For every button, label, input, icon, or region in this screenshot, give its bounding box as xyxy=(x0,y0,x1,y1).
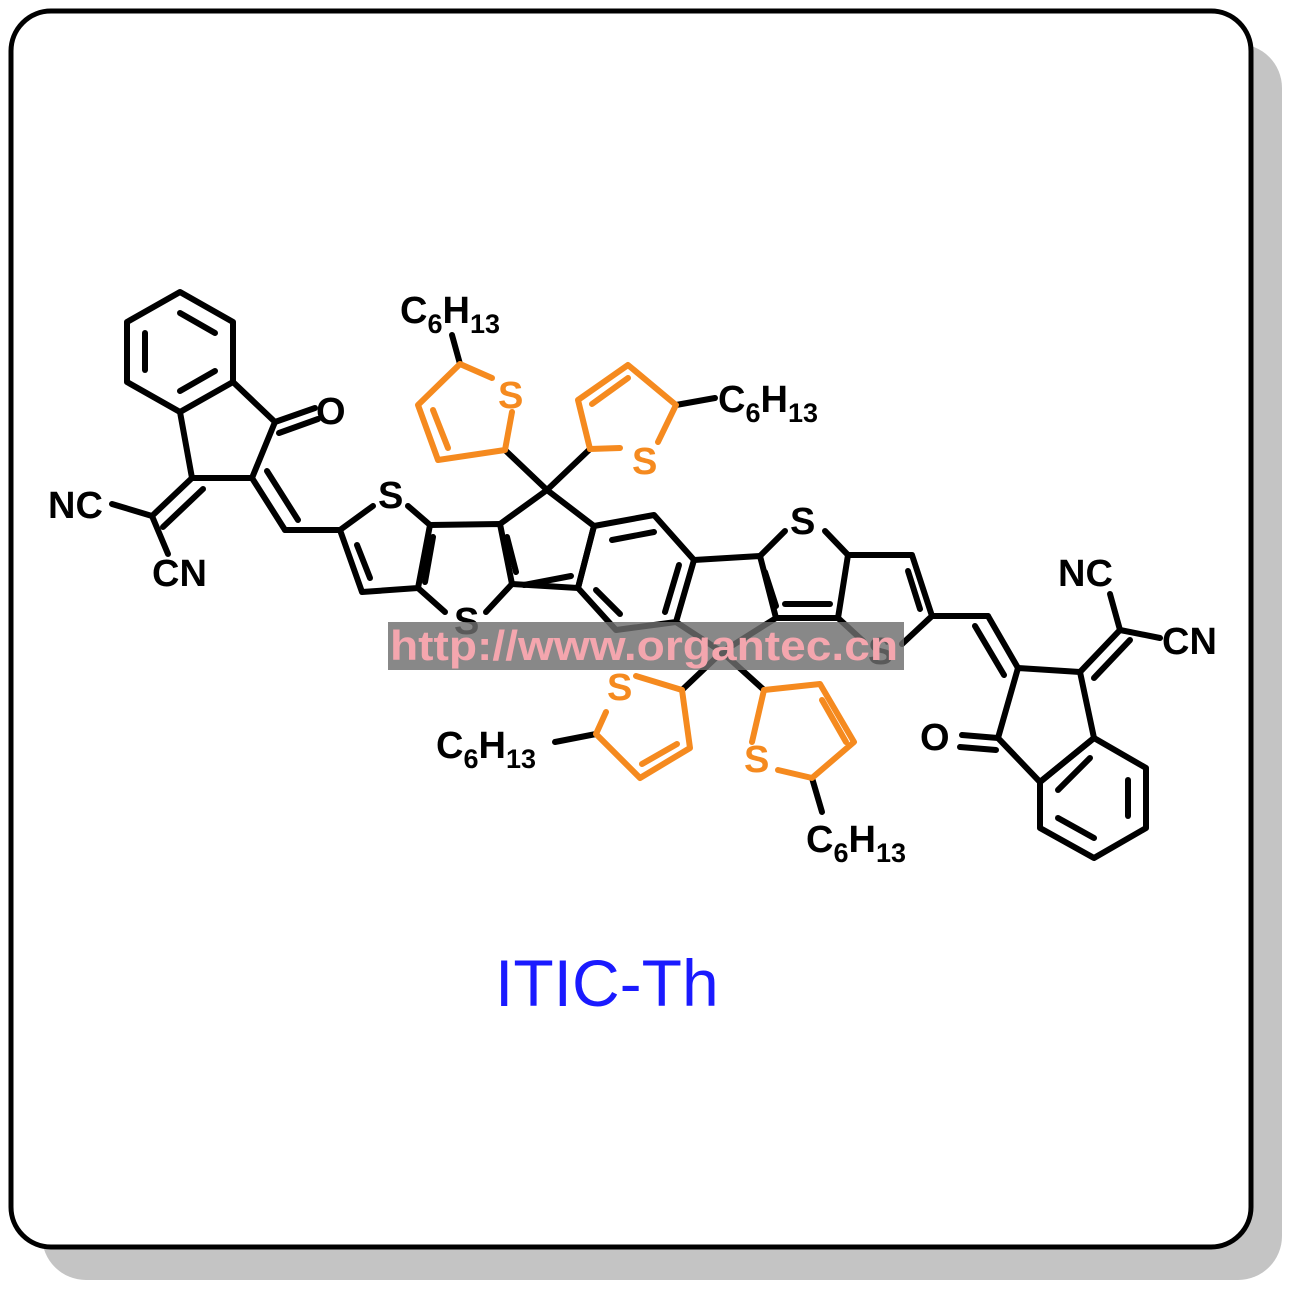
compound-name: ITIC-Th xyxy=(495,946,719,1020)
watermark: http://www.organtec.cn xyxy=(388,622,904,670)
core-bonds xyxy=(109,289,1163,861)
sulfur-left-outer: S xyxy=(378,475,403,517)
sulfur-thienyl-1: S xyxy=(498,375,523,417)
hexyl-label-3: C6H13 xyxy=(436,725,536,774)
hexyl-label-1: C6H13 xyxy=(400,290,500,339)
sulfur-thienyl-3: S xyxy=(607,667,632,709)
hexyl-label-2: C6H13 xyxy=(718,379,818,428)
nitrile-right-upper: NC xyxy=(1058,553,1113,595)
oxygen-left: O xyxy=(316,391,346,433)
nitrile-left-lower: CN xyxy=(152,553,207,595)
hexyl-labels: C6H13 C6H13 C6H13 C6H13 xyxy=(400,290,906,868)
hexyl-label-4: C6H13 xyxy=(806,819,906,868)
thienyl-bonds xyxy=(415,361,857,781)
nitrile-right-lower: CN xyxy=(1162,621,1217,663)
watermark-band xyxy=(388,622,904,670)
nitrile-left-upper: NC xyxy=(48,485,103,527)
thienyl-sulfur-labels: S S S S xyxy=(498,375,769,781)
sulfur-thienyl-2: S xyxy=(632,441,657,483)
sulfur-thienyl-4: S xyxy=(744,739,769,781)
watermark-text: http://www.organtec.cn xyxy=(390,622,898,669)
oxygen-right: O xyxy=(920,717,950,759)
sulfur-right-inner: S xyxy=(790,501,815,543)
